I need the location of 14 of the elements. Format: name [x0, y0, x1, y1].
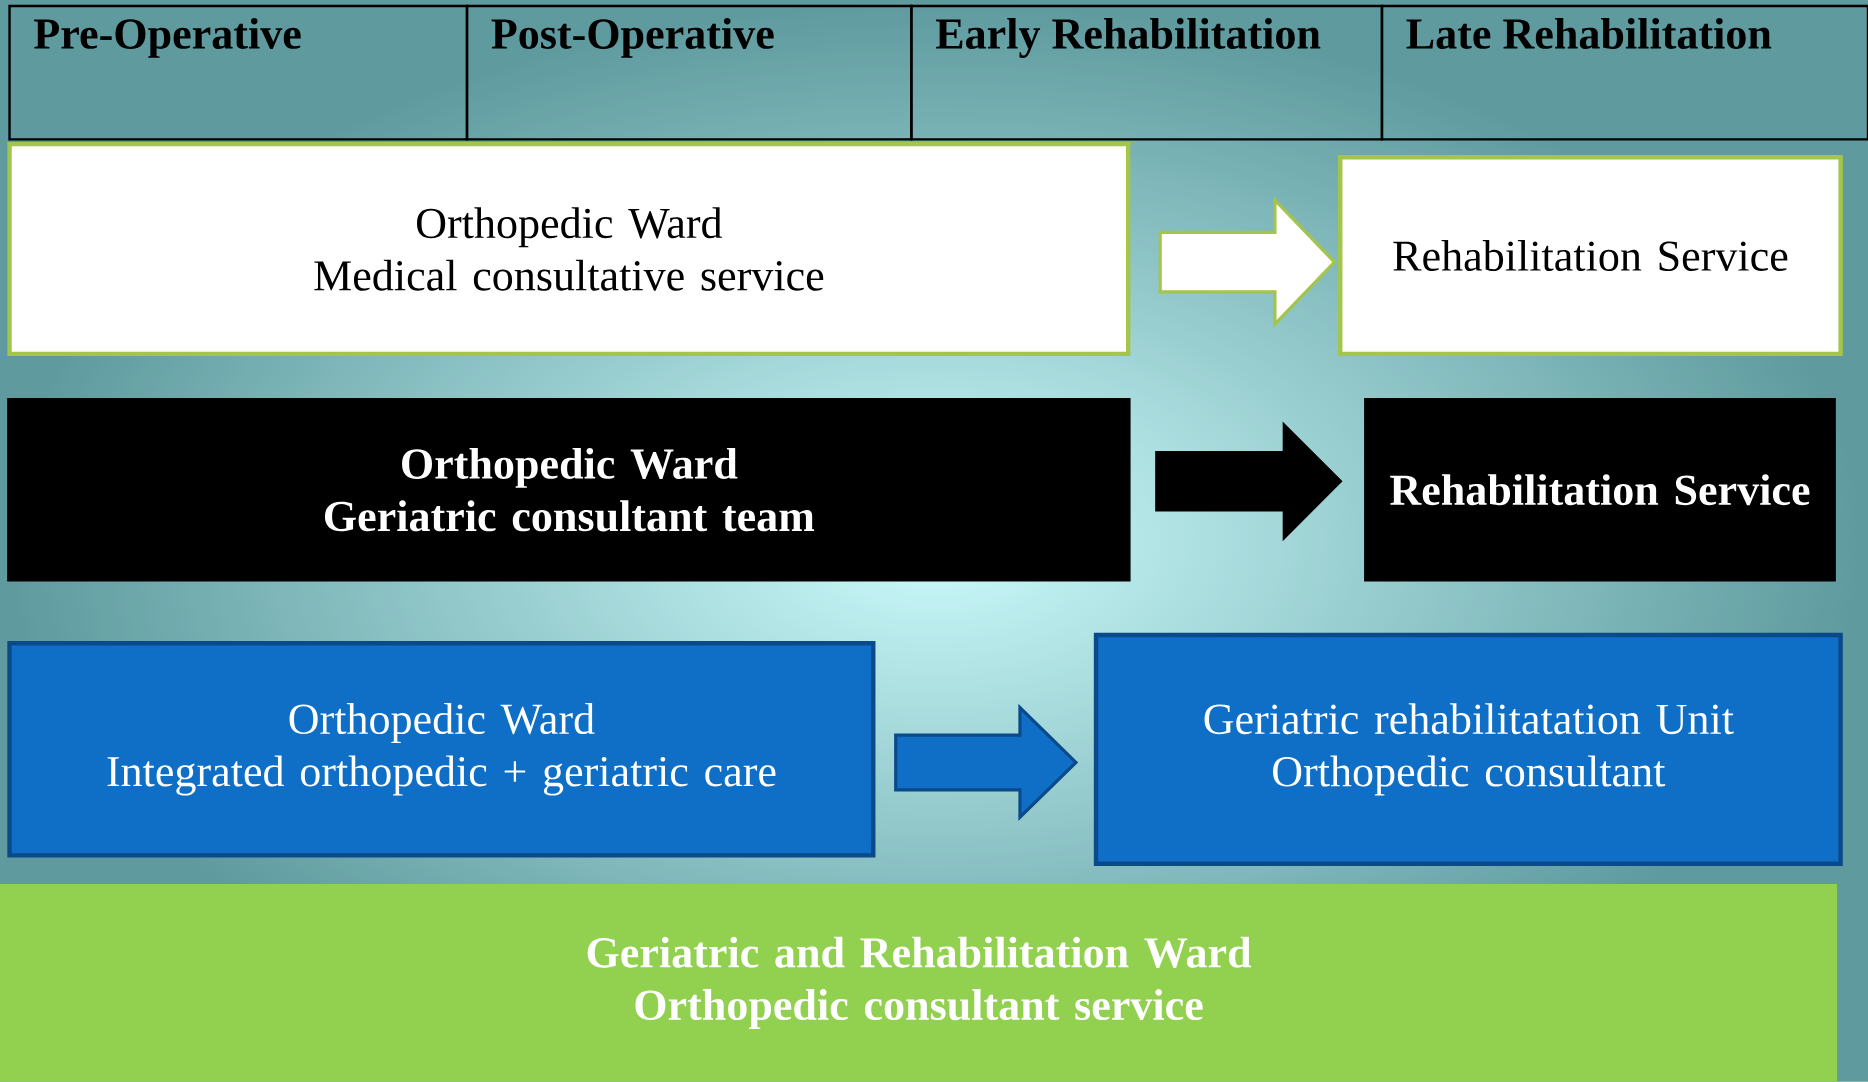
block-arrow [1158, 196, 1337, 329]
stage-box: Orthopedic Ward Medical consultative service [7, 142, 1131, 357]
stage-box: Orthopedic Ward Geriatric consultant team [7, 398, 1131, 582]
stage-box: Geriatric rehabilitatation Unit Orthopedic consultant [1093, 632, 1843, 867]
stage-box: Orthopedic Ward Integrated orthopedic + geriatric care [7, 641, 876, 858]
block-arrow [1155, 421, 1343, 542]
column-header: Post-Operative [465, 4, 913, 141]
stage-box: Rehabilitation Service [1364, 398, 1836, 582]
column-header: Pre-Operative [8, 4, 469, 141]
stage-box: Rehabilitation Service [1338, 155, 1843, 357]
stage-box: Geriatric and Rehabilitation Ward Orthopedic consultant service [0, 884, 1838, 1082]
column-header: Late Rehabilitation [1380, 4, 1868, 141]
block-arrow [894, 704, 1079, 822]
column-header: Early Rehabilitation [910, 4, 1384, 141]
